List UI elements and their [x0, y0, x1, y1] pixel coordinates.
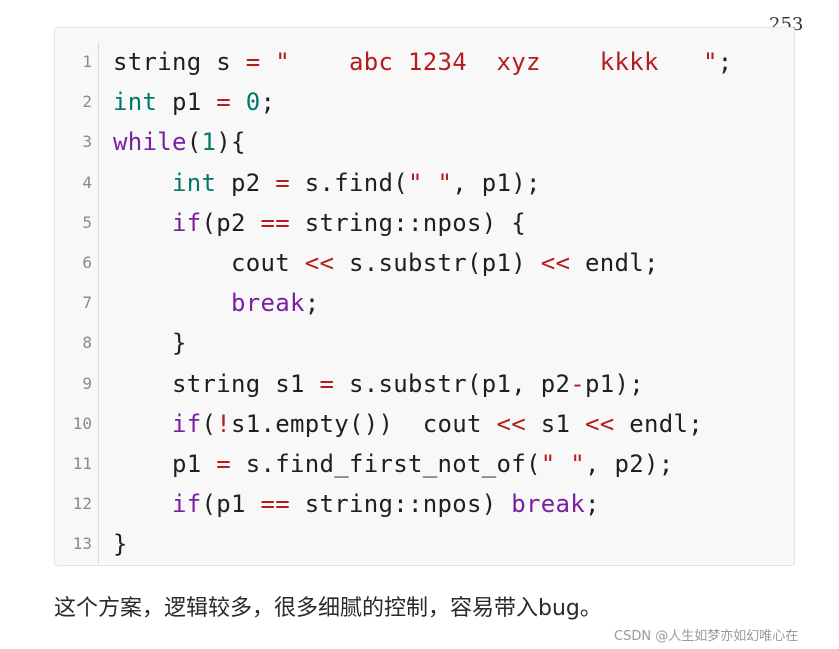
code-token: !: [216, 409, 231, 438]
code-token: break: [231, 289, 305, 318]
code-token: endl;: [570, 248, 659, 277]
code-line: string s = " abc 1234 xyz kkkk ";: [113, 42, 732, 82]
line-number: 12: [72, 494, 92, 514]
code-line: while(1){: [113, 122, 732, 162]
code-token: <<: [585, 409, 615, 438]
code-token: string::npos): [290, 490, 512, 519]
code-token: string s1: [113, 369, 320, 398]
code-token: 1: [201, 128, 217, 157]
code-token: }: [113, 329, 187, 358]
code-token: string::npos) {: [290, 208, 526, 237]
code-line: }: [113, 323, 732, 363]
line-number: 4: [82, 172, 92, 192]
code-token: s1: [526, 409, 585, 438]
code-token: " ": [408, 168, 453, 197]
code-token: <<: [496, 409, 526, 438]
code-line: string s1 = s.substr(p1, p2-p1);: [113, 364, 732, 404]
code-token: p1: [113, 449, 217, 478]
line-number: 2: [82, 92, 92, 112]
code-token: int: [113, 88, 158, 117]
code-token: =: [319, 369, 335, 398]
code-token: s.substr(p1, p2: [334, 369, 571, 398]
code-token: s1.empty()) cout: [231, 409, 497, 438]
line-number: 5: [82, 212, 92, 232]
code-token: if: [172, 208, 202, 237]
code-token: ;: [304, 289, 320, 318]
watermark: CSDN @人生如梦亦如幻唯心在: [614, 629, 799, 644]
code-token: p1: [157, 88, 217, 117]
code-token: [113, 289, 231, 317]
code-token: cout: [113, 248, 305, 277]
code-token: (p1: [201, 490, 261, 519]
code-token: s.substr(p1): [334, 248, 541, 277]
code-token: }: [113, 530, 128, 559]
line-number: 3: [82, 132, 92, 152]
code-token: " ": [540, 449, 585, 478]
code-token: , p1);: [452, 168, 541, 197]
code-line: if(p1 == string::npos) break;: [113, 484, 732, 524]
line-number: 13: [72, 534, 92, 554]
code-token: (: [201, 409, 217, 438]
code-token: [113, 209, 172, 237]
code-token: s.find(: [290, 168, 408, 197]
code-line: break;: [113, 283, 732, 323]
code-token: =: [275, 168, 290, 197]
code-token: while: [113, 128, 187, 157]
line-number: 6: [82, 252, 92, 272]
code-token: [113, 410, 172, 438]
code-token: p1);: [585, 369, 644, 398]
code-content: string s = " abc 1234 xyz kkkk ";int p1 …: [113, 42, 732, 564]
code-line: }: [113, 524, 732, 564]
code-token: " abc 1234 xyz kkkk ": [260, 48, 718, 76]
code-token: (p2: [201, 208, 261, 237]
code-token: ;: [717, 48, 733, 76]
code-token: ==: [260, 208, 290, 237]
code-token: =: [216, 449, 231, 478]
line-number: 11: [72, 453, 92, 473]
code-line: cout << s.substr(p1) << endl;: [113, 243, 732, 283]
code-token: (: [186, 128, 202, 157]
code-token: , p2);: [584, 449, 674, 478]
code-token: ;: [585, 490, 600, 519]
code-line: p1 = s.find_first_not_of(" ", p2);: [113, 444, 732, 484]
code-token: s.find_first_not_of(: [231, 449, 541, 478]
code-token: int: [172, 168, 217, 197]
line-number: 7: [82, 293, 92, 313]
code-token: <<: [304, 248, 335, 277]
code-token: p2: [216, 168, 276, 197]
code-token: endl;: [614, 409, 703, 438]
line-number: 8: [82, 333, 92, 353]
code-token: ){: [216, 128, 246, 157]
code-line: int p2 = s.find(" ", p1);: [113, 163, 732, 203]
code-token: -: [570, 369, 585, 398]
code-token: [113, 169, 172, 197]
code-token: if: [172, 409, 202, 438]
line-number: 1: [82, 52, 92, 71]
code-token: =: [216, 88, 231, 117]
code-line: if(!s1.empty()) cout << s1 << endl;: [113, 404, 732, 444]
line-number: 9: [82, 373, 92, 393]
code-token: ==: [260, 490, 290, 519]
code-token: string s: [113, 48, 246, 76]
code-token: if: [172, 490, 202, 519]
code-token: break: [511, 490, 585, 519]
caption-text: 这个方案，逻辑较多，很多细腻的控制，容易带入bug。: [54, 596, 602, 621]
code-line: if(p2 == string::npos) {: [113, 203, 732, 243]
line-number: 10: [72, 413, 92, 433]
code-token: <<: [540, 248, 571, 277]
code-token: [231, 88, 246, 116]
code-token: [113, 490, 172, 518]
code-token: =: [245, 48, 261, 76]
code-token: ;: [260, 88, 276, 117]
code-token: 0: [245, 88, 261, 117]
code-line: int p1 = 0;: [113, 82, 732, 122]
